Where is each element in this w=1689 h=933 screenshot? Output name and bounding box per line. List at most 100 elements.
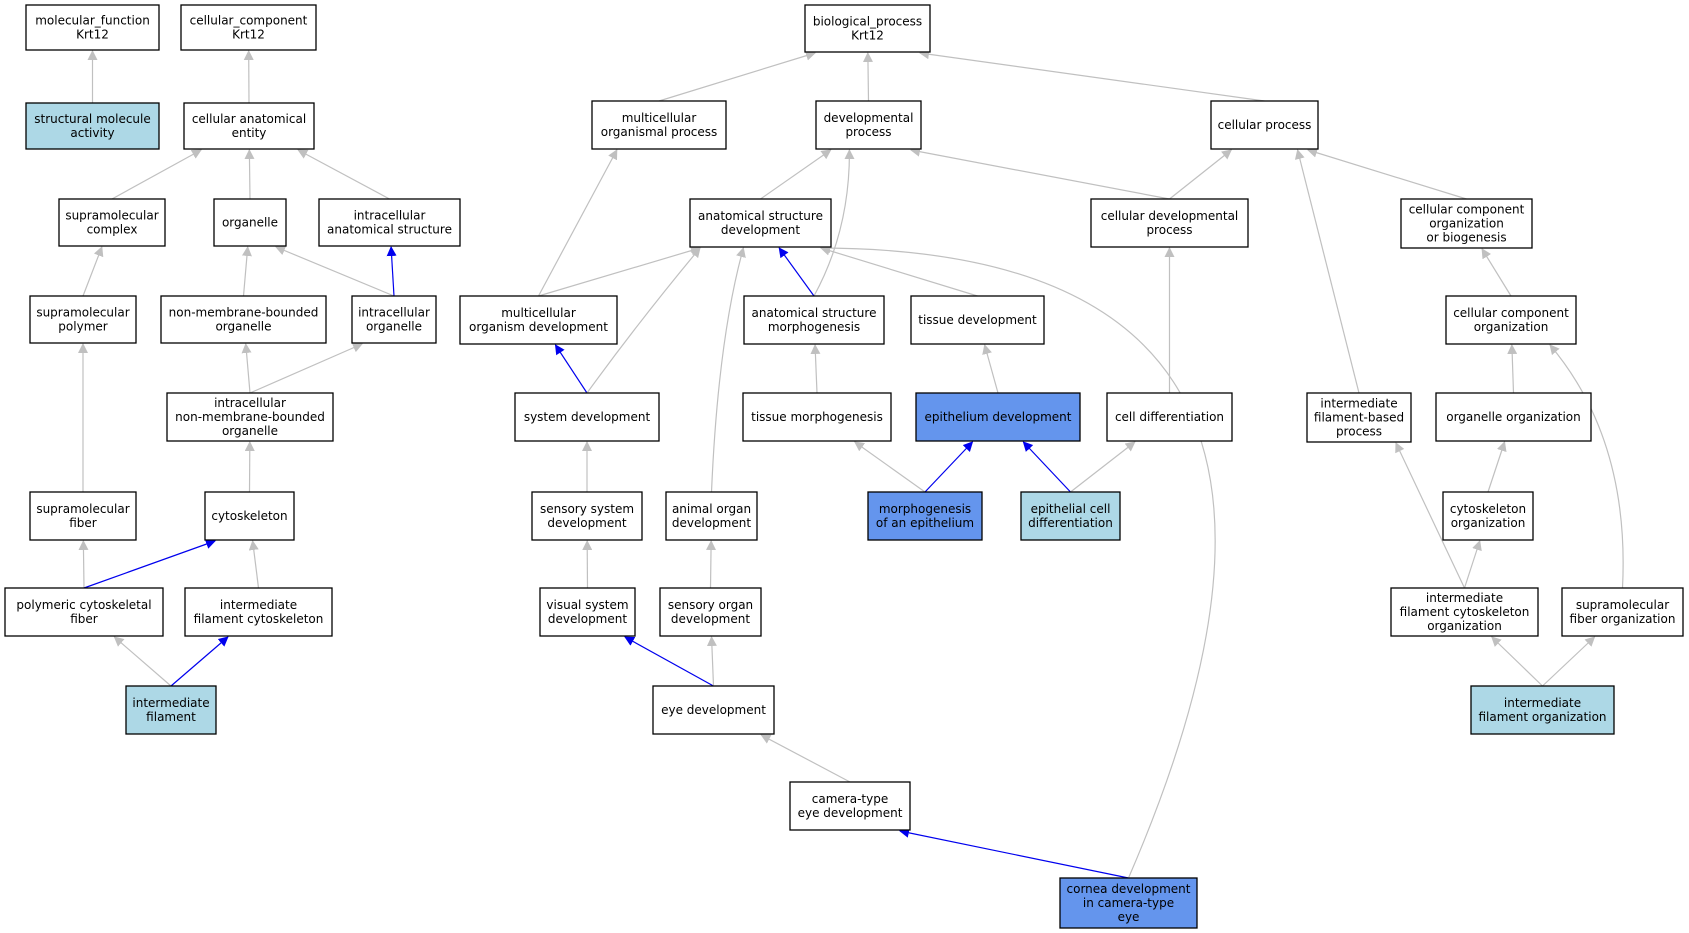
node-label-line: intermediate xyxy=(220,598,297,612)
node-label-line: development xyxy=(721,223,800,237)
node-label-line: intermediate xyxy=(1426,591,1503,605)
node-box xyxy=(1445,295,1577,345)
node-label-line: camera-type xyxy=(812,792,888,806)
node-label-line: polymeric cytoskeletal xyxy=(16,598,151,612)
node-label-line: intracellular xyxy=(354,209,426,223)
node-label-line: intermediate xyxy=(132,696,209,710)
node-label-line: in camera-type xyxy=(1083,896,1174,910)
node-box xyxy=(459,295,618,345)
edge-if_based_process-to-cell_process xyxy=(1294,149,1360,394)
node-box xyxy=(1435,392,1592,442)
node-label-line: entity xyxy=(232,126,267,140)
node-label-line: process xyxy=(1146,223,1192,237)
node-tissue-morph[interactable]: tissue morphogenesis xyxy=(742,392,892,442)
node-label-line: Krt12 xyxy=(851,29,884,43)
edge-camera_eye_dev-to-eye_dev xyxy=(760,734,851,783)
node-label-line: organelle xyxy=(215,320,271,334)
node-eye-dev[interactable]: eye development xyxy=(652,685,775,735)
node-label-line: filament xyxy=(146,710,196,724)
node-box xyxy=(29,295,137,344)
node-organelle[interactable]: organelle xyxy=(213,198,287,247)
node-system-dev[interactable]: system development xyxy=(514,392,660,442)
node-box xyxy=(789,781,911,831)
node-box xyxy=(166,392,334,442)
edge-anat_morph-to-dev_process xyxy=(813,149,855,297)
edge-mc_org_process-to-bp_root xyxy=(658,50,816,102)
edge-anat_dev-to-dev_process xyxy=(760,149,832,200)
node-box xyxy=(867,491,983,541)
node-box xyxy=(742,392,892,442)
node-cell-process[interactable]: cellular process xyxy=(1210,100,1319,150)
edge-cyto_org-to-organelle_org xyxy=(1487,441,1507,493)
node-label-line: organelle xyxy=(366,320,422,334)
edge-mc_org_dev-to-anat_dev xyxy=(538,245,701,297)
node-epith-dev[interactable]: epithelium development xyxy=(915,392,1081,442)
node-label-line: filament cytoskeleton xyxy=(1400,605,1530,619)
node-label-line: intermediate xyxy=(1320,397,1397,411)
node-label-line: cytoskeleton xyxy=(1450,502,1526,516)
node-label-line: organism development xyxy=(469,320,608,334)
node-label-line: supramolecular xyxy=(1576,598,1669,612)
node-tissue-dev[interactable]: tissue development xyxy=(910,295,1045,345)
node-box xyxy=(29,491,137,541)
node-label-line: intracellular xyxy=(358,306,430,320)
node-box xyxy=(180,4,317,51)
node-cytoskeleton[interactable]: cytoskeleton xyxy=(204,491,295,541)
node-label-line: organization xyxy=(1429,217,1504,231)
edge-epith_dev-to-tissue_dev xyxy=(982,344,999,394)
node-organelle-org[interactable]: organelle organization xyxy=(1435,392,1592,442)
edge-anat_morph-to-anat_dev xyxy=(778,247,815,297)
edge-system_dev-to-anat_dev xyxy=(586,247,701,394)
node-label-line: eye development xyxy=(661,703,766,717)
node-ic-nm-organelle[interactable]: intracellularnon-membrane-boundedorganel… xyxy=(166,392,334,442)
node-label-line: filament-based xyxy=(1314,411,1404,425)
node-cell-diff[interactable]: cell differentiation xyxy=(1106,392,1233,442)
node-label-line: cornea development xyxy=(1067,882,1191,896)
node-box xyxy=(539,587,636,637)
node-label-line: cellular component xyxy=(1409,203,1525,217)
edge-cornea_dev-to-camera_eye_dev xyxy=(899,827,1129,879)
node-box xyxy=(514,392,660,442)
node-label-line: morphogenesis xyxy=(879,502,971,516)
edge-layer xyxy=(78,49,1624,879)
edge-supra_polymer-to-supra_complex xyxy=(82,246,104,297)
edge-tissue_dev-to-anat_dev xyxy=(820,245,978,297)
